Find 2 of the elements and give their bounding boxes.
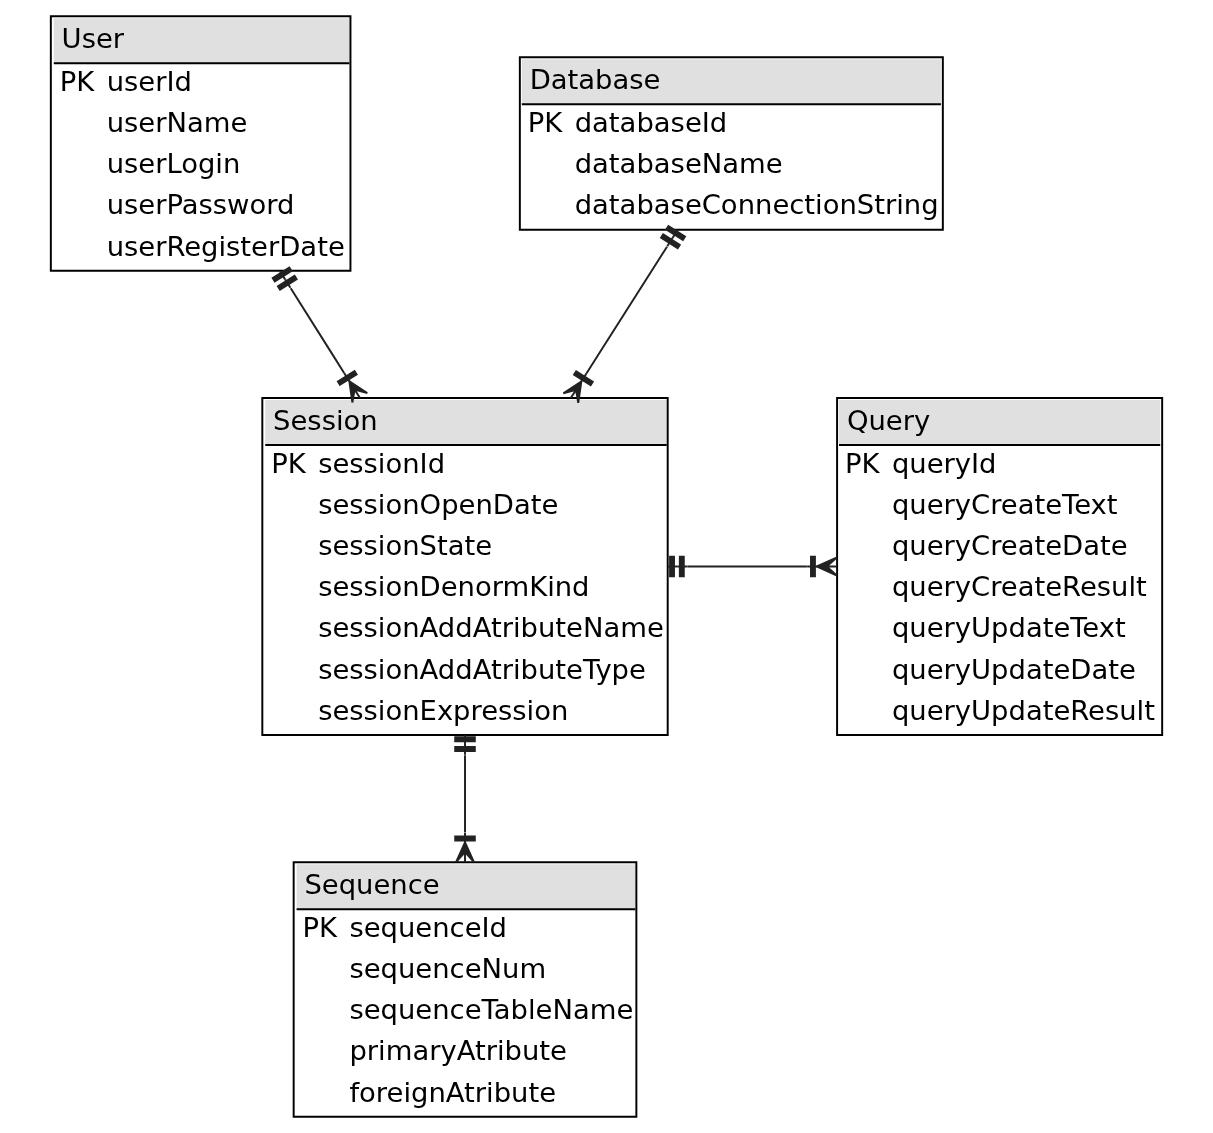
connector [562, 224, 687, 404]
connector [271, 266, 369, 404]
